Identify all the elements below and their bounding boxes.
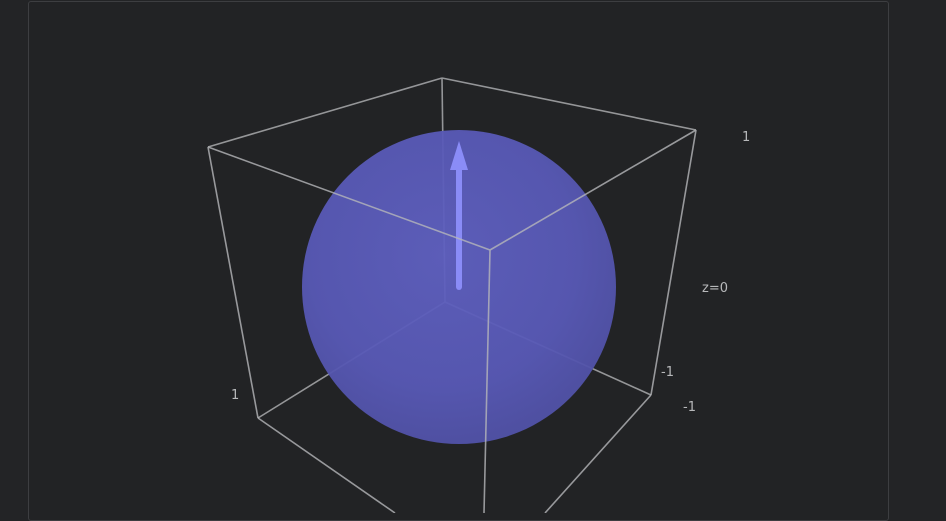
z-axis-mid-label: z=0 <box>702 281 728 296</box>
y-axis-bottom-label: -1 <box>683 400 696 415</box>
z-axis-top-label: 1 <box>742 130 750 145</box>
x-axis-left-label: 1 <box>231 388 239 403</box>
box-front-edges <box>207 129 697 513</box>
z-axis-bottom-label: -1 <box>661 365 674 380</box>
state-vector-arrow[interactable] <box>450 141 468 290</box>
